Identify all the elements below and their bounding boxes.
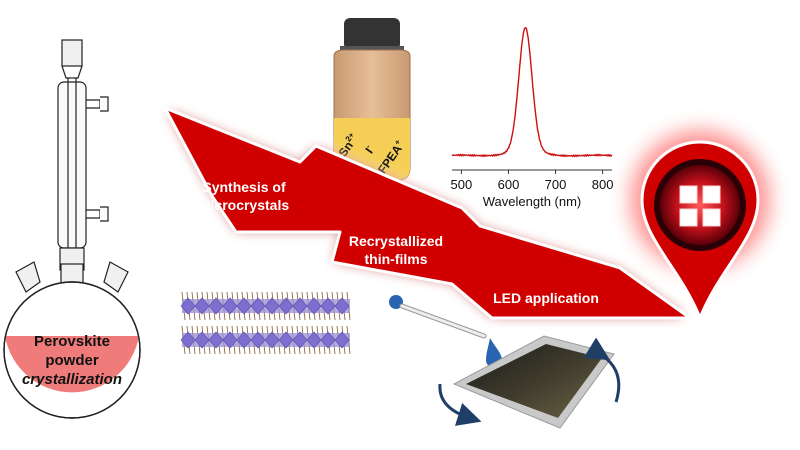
step3-label: LED application xyxy=(493,290,599,306)
reflux-condenser-icon xyxy=(57,39,109,271)
rotation-arrow-icon xyxy=(438,383,482,426)
step2-label-line2: thin-films xyxy=(365,251,428,267)
spectrum-curve xyxy=(451,26,613,158)
step1-label-line2: Microcrystals xyxy=(199,197,289,213)
pipette-icon xyxy=(389,295,487,339)
spectrum-tick-label: 500 xyxy=(451,177,473,192)
flask-label-line3: crystallization xyxy=(22,371,122,388)
flask-label-line1: Perovskite xyxy=(34,333,110,350)
emission-spectrum: 500 600 700 800 Wavelength (nm) xyxy=(451,26,614,209)
round-bottom-flask-icon xyxy=(3,261,141,419)
spectrum-tick-label: 800 xyxy=(592,177,614,192)
ion-i-charge: - xyxy=(363,142,372,150)
step1-label-line1: Synthesis of xyxy=(202,179,286,195)
led-pin-icon xyxy=(630,130,770,323)
spectrum-tick-label: 600 xyxy=(498,177,520,192)
ion-cation-charge: + xyxy=(393,137,403,146)
rotation-arrow-icon xyxy=(583,337,621,403)
process-arrow xyxy=(163,106,692,320)
spectrum-tick-label: 700 xyxy=(545,177,567,192)
flask-label-line2: powder xyxy=(45,352,98,369)
step2-label-line1: Recrystallized xyxy=(349,233,443,249)
ion-i: I xyxy=(362,145,375,156)
thin-film-substrate xyxy=(452,335,615,429)
svg-text:I-: I- xyxy=(362,142,378,156)
spectrum-xlabel: Wavelength (nm) xyxy=(483,194,582,209)
crystal-lattice-icon xyxy=(180,291,351,355)
